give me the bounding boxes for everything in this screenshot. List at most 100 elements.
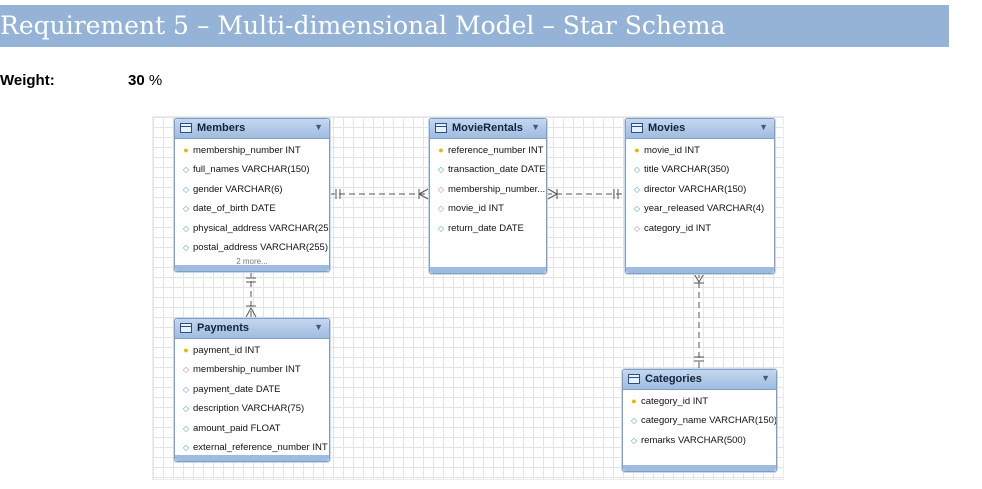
- column-label: membership_number...: [448, 183, 546, 195]
- column-row: ◇description VARCHAR(75): [175, 399, 329, 418]
- column-list: ●reference_number INT ◇transaction_date …: [430, 139, 546, 238]
- table-title: Payments: [197, 322, 249, 334]
- column-list: ●payment_id INT ◇membership_number INT ◇…: [175, 339, 329, 457]
- column-diamond-icon: ◇: [437, 165, 445, 175]
- table-icon: [180, 323, 192, 333]
- column-row: ◇movie_id INT: [430, 199, 546, 218]
- column-list: ●movie_id INT ◇title VARCHAR(350) ◇direc…: [626, 139, 774, 238]
- column-label: external_reference_number INT: [193, 441, 328, 453]
- column-diamond-icon: ◇: [182, 165, 190, 175]
- column-label: payment_date DATE: [193, 383, 281, 395]
- column-diamond-icon: ◇: [182, 423, 190, 433]
- foreign-key-diamond-icon: ◇: [182, 365, 190, 375]
- column-label: category_id INT: [641, 396, 709, 407]
- column-row: ●payment_id INT: [175, 341, 329, 360]
- dropdown-triangle-icon[interactable]: ▼: [314, 322, 323, 332]
- column-label: year_released VARCHAR(4): [644, 203, 765, 215]
- column-row: ◇external_reference_number INT: [175, 438, 329, 457]
- column-label: gender VARCHAR(6): [193, 183, 283, 195]
- column-label: membership_number INT: [193, 145, 301, 156]
- table-title: Movies: [648, 122, 686, 134]
- table-header: Movies ▼: [626, 119, 774, 139]
- dropdown-triangle-icon[interactable]: ▼: [531, 122, 540, 132]
- key-icon: ●: [634, 145, 640, 155]
- table-icon: [631, 123, 643, 133]
- column-label: title VARCHAR(350): [644, 164, 730, 176]
- column-row: ◇date_of_birth DATE: [175, 199, 329, 218]
- weight-unit: %: [148, 72, 163, 89]
- column-label: remarks VARCHAR(500): [641, 434, 746, 446]
- table-title: MovieRentals: [452, 122, 523, 134]
- table-header: MovieRentals ▼: [430, 119, 546, 139]
- column-diamond-icon: ◇: [630, 435, 638, 445]
- column-label: postal_address VARCHAR(255): [193, 241, 328, 253]
- table-footer: [175, 455, 329, 461]
- column-diamond-icon: ◇: [437, 223, 445, 233]
- column-row: ◇category_name VARCHAR(150): [623, 411, 776, 430]
- column-list: ●membership_number INT ◇full_names VARCH…: [175, 139, 329, 267]
- column-row: ◇amount_paid FLOAT: [175, 419, 329, 438]
- table-members[interactable]: Members ▼ ●membership_number INT ◇full_n…: [174, 118, 330, 272]
- column-row: ◇title VARCHAR(350): [626, 160, 774, 179]
- table-footer: [623, 465, 776, 471]
- column-diamond-icon: ◇: [182, 223, 190, 233]
- column-row: ◇full_names VARCHAR(150): [175, 160, 329, 179]
- section-banner: Requirement 5 – Multi-dimensional Model …: [0, 5, 949, 47]
- weight-value: 30: [128, 72, 145, 89]
- table-movies[interactable]: Movies ▼ ●movie_id INT ◇title VARCHAR(35…: [625, 118, 775, 274]
- column-row: ● membership_number INT: [175, 141, 329, 160]
- column-label: amount_paid FLOAT: [193, 422, 281, 434]
- column-row: ◇remarks VARCHAR(500): [623, 431, 776, 450]
- column-label: reference_number INT: [448, 145, 544, 156]
- dropdown-triangle-icon[interactable]: ▼: [314, 122, 323, 132]
- column-diamond-icon: ◇: [182, 442, 190, 452]
- section-title: Requirement 5 – Multi-dimensional Model …: [0, 11, 726, 40]
- table-icon: [628, 374, 640, 384]
- column-row: ◇physical_address VARCHAR(255): [175, 219, 329, 238]
- table-movierentals[interactable]: MovieRentals ▼ ●reference_number INT ◇tr…: [429, 118, 547, 274]
- column-row: ◇membership_number...: [430, 180, 546, 199]
- column-diamond-icon: ◇: [182, 242, 190, 252]
- table-categories[interactable]: Categories ▼ ●category_id INT ◇category_…: [622, 369, 777, 472]
- table-icon: [180, 123, 192, 133]
- weight-value-line: 30 %: [128, 72, 162, 89]
- column-label: category_id INT: [644, 222, 712, 234]
- column-row: ◇payment_date DATE: [175, 380, 329, 399]
- column-row: ◇category_id INT: [626, 219, 774, 238]
- dropdown-triangle-icon[interactable]: ▼: [761, 373, 770, 383]
- column-row: ◇gender VARCHAR(6): [175, 180, 329, 199]
- column-label: description VARCHAR(75): [193, 403, 305, 415]
- column-label: movie_id INT: [448, 203, 504, 215]
- column-label: movie_id INT: [644, 145, 700, 156]
- column-diamond-icon: ◇: [633, 165, 641, 175]
- column-row: ◇director VARCHAR(150): [626, 180, 774, 199]
- more-columns-link[interactable]: 2 more...: [236, 257, 268, 267]
- column-label: transaction_date DATE: [448, 164, 546, 176]
- column-row: ● movie_id INT: [626, 141, 774, 160]
- column-row: ◇year_released VARCHAR(4): [626, 199, 774, 218]
- key-icon: ●: [183, 145, 189, 155]
- table-footer: [430, 267, 546, 273]
- column-diamond-icon: ◇: [633, 204, 641, 214]
- dropdown-triangle-icon[interactable]: ▼: [759, 122, 768, 132]
- column-row: ◇return_date DATE: [430, 219, 546, 238]
- column-label: director VARCHAR(150): [644, 183, 747, 195]
- table-icon: [435, 123, 447, 133]
- key-icon: ●: [438, 145, 444, 155]
- key-icon: ●: [183, 345, 189, 355]
- table-title: Members: [197, 122, 246, 134]
- column-diamond-icon: ◇: [630, 416, 638, 426]
- column-row: ●category_id INT: [623, 392, 776, 411]
- foreign-key-diamond-icon: ◇: [437, 204, 445, 214]
- column-label: physical_address VARCHAR(255): [193, 222, 329, 234]
- table-footer: [175, 265, 329, 271]
- weight-label: Weight:: [0, 72, 55, 89]
- column-row: ◇membership_number INT: [175, 360, 329, 379]
- column-row: ◇postal_address VARCHAR(255): [175, 238, 329, 257]
- column-diamond-icon: ◇: [182, 384, 190, 394]
- column-label: full_names VARCHAR(150): [193, 164, 310, 176]
- column-row: ◇transaction_date DATE: [430, 160, 546, 179]
- column-label: membership_number INT: [193, 364, 301, 376]
- table-payments[interactable]: Payments ▼ ●payment_id INT ◇membership_n…: [174, 318, 330, 462]
- table-header: Members ▼: [175, 119, 329, 139]
